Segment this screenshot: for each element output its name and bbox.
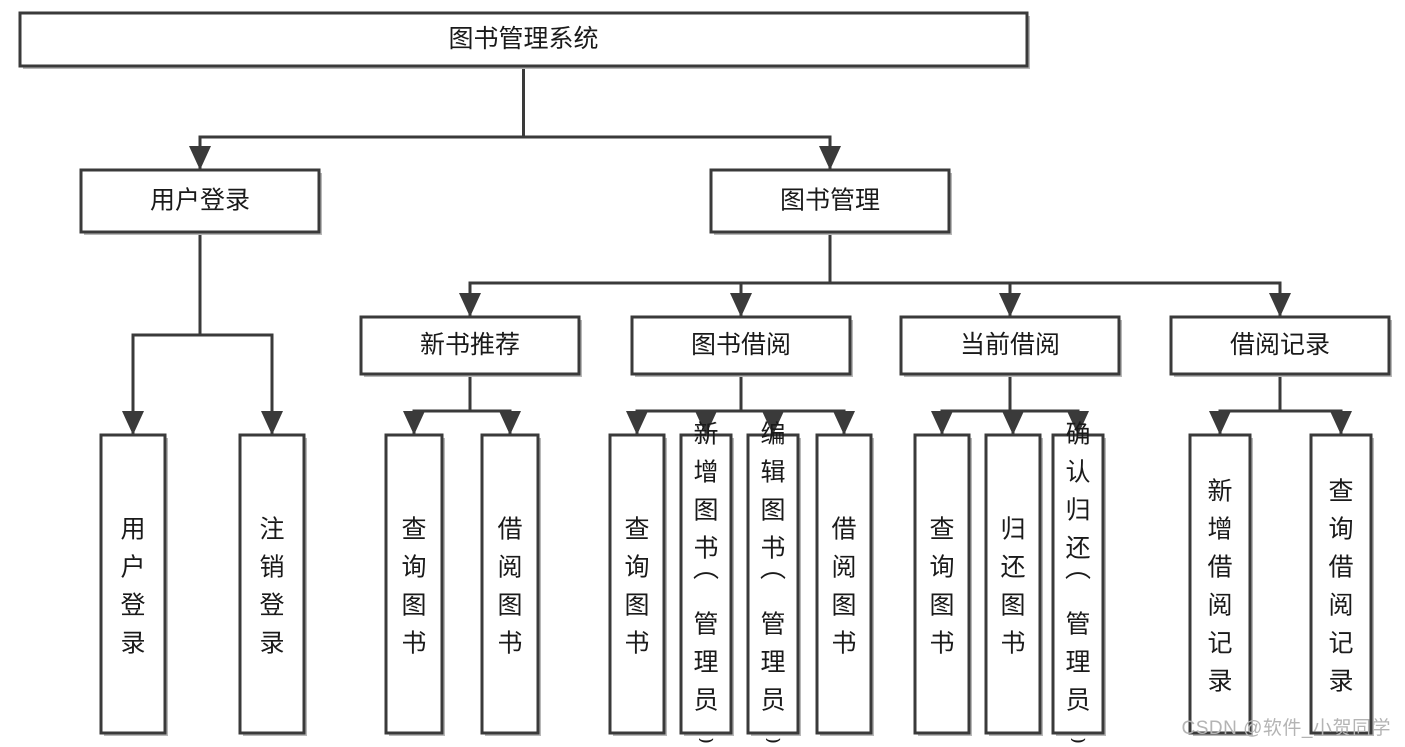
arrow-head-icon [931, 411, 953, 435]
node-box[interactable] [1309, 433, 1373, 735]
node-root[interactable]: 图书管理系统 [18, 11, 1030, 69]
node-current[interactable]: 当前借阅 [899, 315, 1122, 377]
node-box[interactable] [359, 315, 581, 376]
arrow-head-icon [1002, 411, 1024, 435]
node-leaf-return-book[interactable]: 归还图书 [984, 433, 1043, 736]
node-login[interactable]: 用户登录 [79, 168, 322, 235]
node-leaf-user-logout[interactable]: 注销登录 [238, 433, 307, 736]
node-bookmgmt[interactable]: 图书管理 [709, 168, 952, 235]
node-leaf-edit-book[interactable]: 编辑图书⌒管理员⌣ [746, 421, 801, 747]
node-leaf-confirm-ret[interactable]: 确认归还⌒管理员⌣ [1051, 421, 1106, 747]
node-label: 新增借阅记录 [1207, 478, 1232, 696]
node-box[interactable] [815, 433, 873, 735]
node-leaf-borrow-book-2[interactable]: 借阅图书 [815, 433, 874, 736]
node-box[interactable] [984, 433, 1042, 735]
arrow-head-icon [626, 411, 648, 435]
node-label: 查询借阅记录 [1328, 478, 1353, 696]
node-leaf-add-record[interactable]: 新增借阅记录 [1188, 433, 1253, 736]
node-label: 归还图书 [1000, 516, 1025, 658]
node-box[interactable] [79, 168, 321, 234]
arrow-head-icon [459, 293, 481, 317]
arrow-head-icon [189, 146, 211, 170]
node-label: 注销登录 [259, 516, 284, 658]
node-box[interactable] [899, 315, 1121, 376]
arrow-head-icon [819, 146, 841, 170]
node-label: 当前借阅 [960, 331, 1060, 359]
node-box[interactable] [1188, 433, 1252, 735]
arrow-head-icon [499, 411, 521, 435]
node-leaf-query-book-2[interactable]: 查询图书 [608, 433, 667, 736]
arrow-head-icon [999, 293, 1021, 317]
node-label: 查询图书 [624, 516, 649, 658]
arrow-head-icon [695, 411, 717, 435]
node-label: 编辑图书⌒管理员⌣ [760, 421, 786, 747]
node-box[interactable] [1169, 315, 1391, 376]
node-label: 新书推荐 [420, 331, 520, 359]
node-box[interactable] [746, 433, 800, 735]
node-box[interactable] [709, 168, 951, 234]
node-box[interactable] [384, 433, 444, 735]
node-leaf-user-login[interactable]: 用户登录 [99, 433, 168, 736]
node-records[interactable]: 借阅记录 [1169, 315, 1392, 377]
arrow-head-icon [833, 411, 855, 435]
node-label: 用户登录 [120, 516, 145, 658]
node-box[interactable] [913, 433, 971, 735]
arrow-head-icon [1209, 411, 1231, 435]
node-label: 查询图书 [401, 516, 426, 658]
node-label: 图书管理系统 [448, 25, 598, 53]
node-label: 查询图书 [929, 516, 954, 658]
node-label: 图书管理 [780, 187, 880, 215]
arrow-head-icon [261, 411, 283, 435]
node-box[interactable] [630, 315, 852, 376]
arrow-head-icon [122, 411, 144, 435]
node-layer: 图书管理系统用户登录图书管理新书推荐图书借阅当前借阅借阅记录用户登录注销登录查询… [18, 11, 1392, 747]
node-leaf-borrow-book-1[interactable]: 借阅图书 [480, 433, 541, 736]
arrow-head-icon [730, 293, 752, 317]
node-leaf-query-book-1[interactable]: 查询图书 [384, 433, 445, 736]
arrow-head-icon [1067, 411, 1089, 435]
arrow-head-icon [1330, 411, 1352, 435]
connector-layer [122, 64, 1352, 436]
node-box[interactable] [18, 11, 1029, 68]
node-box[interactable] [480, 433, 540, 735]
node-leaf-query-book-3[interactable]: 查询图书 [913, 433, 972, 736]
node-box[interactable] [99, 433, 167, 735]
node-label: 借阅图书 [497, 516, 522, 658]
node-leaf-query-record[interactable]: 查询借阅记录 [1309, 433, 1374, 736]
arrow-head-icon [403, 411, 425, 435]
node-box[interactable] [608, 433, 666, 735]
node-label: 借阅图书 [831, 516, 856, 658]
node-label: 用户登录 [150, 187, 250, 215]
node-box[interactable] [238, 433, 306, 735]
node-box[interactable] [679, 433, 733, 735]
node-leaf-add-book[interactable]: 新增图书⌒管理员⌣ [679, 421, 734, 747]
arrow-head-icon [762, 411, 784, 435]
node-label: 确认归还⌒管理员⌣ [1065, 421, 1091, 747]
node-label: 图书借阅 [691, 331, 791, 359]
node-label: 借阅记录 [1230, 331, 1330, 359]
node-borrow[interactable]: 图书借阅 [630, 315, 853, 377]
node-newbook[interactable]: 新书推荐 [359, 315, 582, 377]
node-box[interactable] [1051, 433, 1105, 735]
arrow-head-icon [1269, 293, 1291, 317]
node-label: 新增图书⌒管理员⌣ [693, 421, 719, 747]
